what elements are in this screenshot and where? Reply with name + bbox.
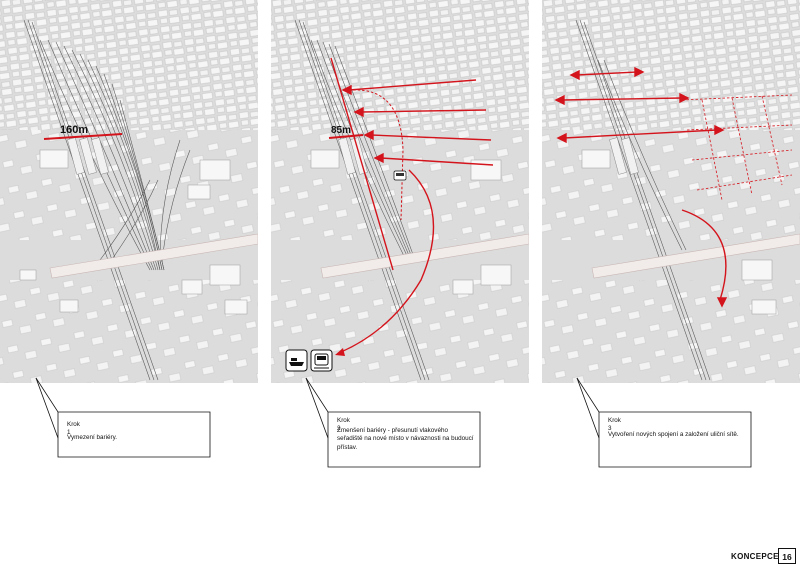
dashed-route <box>352 89 404 221</box>
map-step-1: 160m <box>0 0 258 383</box>
callout-title: Krok 1 <box>67 421 80 437</box>
city-blocks <box>542 0 800 130</box>
panel-step-2: 85m <box>271 0 529 383</box>
callout-text: Zmenšení bariéry - přesunutí vlakového s… <box>337 427 474 451</box>
rail-yard <box>23 19 191 381</box>
city-blocks <box>0 130 258 240</box>
city-blocks <box>271 0 529 130</box>
buildings <box>19 149 248 315</box>
callout-text: Vytvoření nových spojení a založení ulič… <box>608 431 739 438</box>
section-label: KONCEPCE <box>731 552 779 561</box>
buildings <box>581 149 777 315</box>
barrier-arrows <box>330 57 494 271</box>
rail-corridor <box>575 19 711 381</box>
buildings <box>310 149 512 295</box>
callout-title: Krok 2 <box>337 417 350 433</box>
panel-step-3 <box>542 0 800 383</box>
city-blocks <box>271 280 529 383</box>
bridge <box>320 233 529 279</box>
city-blocks <box>0 0 258 130</box>
city-blocks <box>542 130 800 240</box>
map-step-2: 85m <box>271 0 529 383</box>
dimension-label: 160m <box>60 124 88 136</box>
panel-step-1: 160m <box>0 0 258 383</box>
train-marker-icon <box>393 170 407 181</box>
station-platforms <box>67 137 109 175</box>
bridge <box>49 233 258 279</box>
callout-text: Vymezení bariéry. <box>67 434 118 441</box>
callout-title: Krok 3 <box>608 417 621 433</box>
barrier-dimension: 85m <box>328 125 364 139</box>
ship-icon <box>285 349 308 372</box>
train-icon <box>310 349 333 372</box>
page-number: 16 <box>778 548 796 564</box>
city-blocks <box>542 280 800 383</box>
new-street-grid <box>681 94 793 201</box>
new-connections <box>554 66 728 308</box>
city-blocks <box>271 130 529 240</box>
relocation-arrow <box>340 169 435 353</box>
map-step-3 <box>542 0 800 383</box>
bridge <box>591 233 800 279</box>
dimension-label: 85m <box>331 125 351 136</box>
barrier-dimension: 160m <box>43 124 123 140</box>
city-blocks <box>0 280 258 383</box>
station-platforms <box>609 137 639 175</box>
rail-corridor <box>294 19 430 381</box>
